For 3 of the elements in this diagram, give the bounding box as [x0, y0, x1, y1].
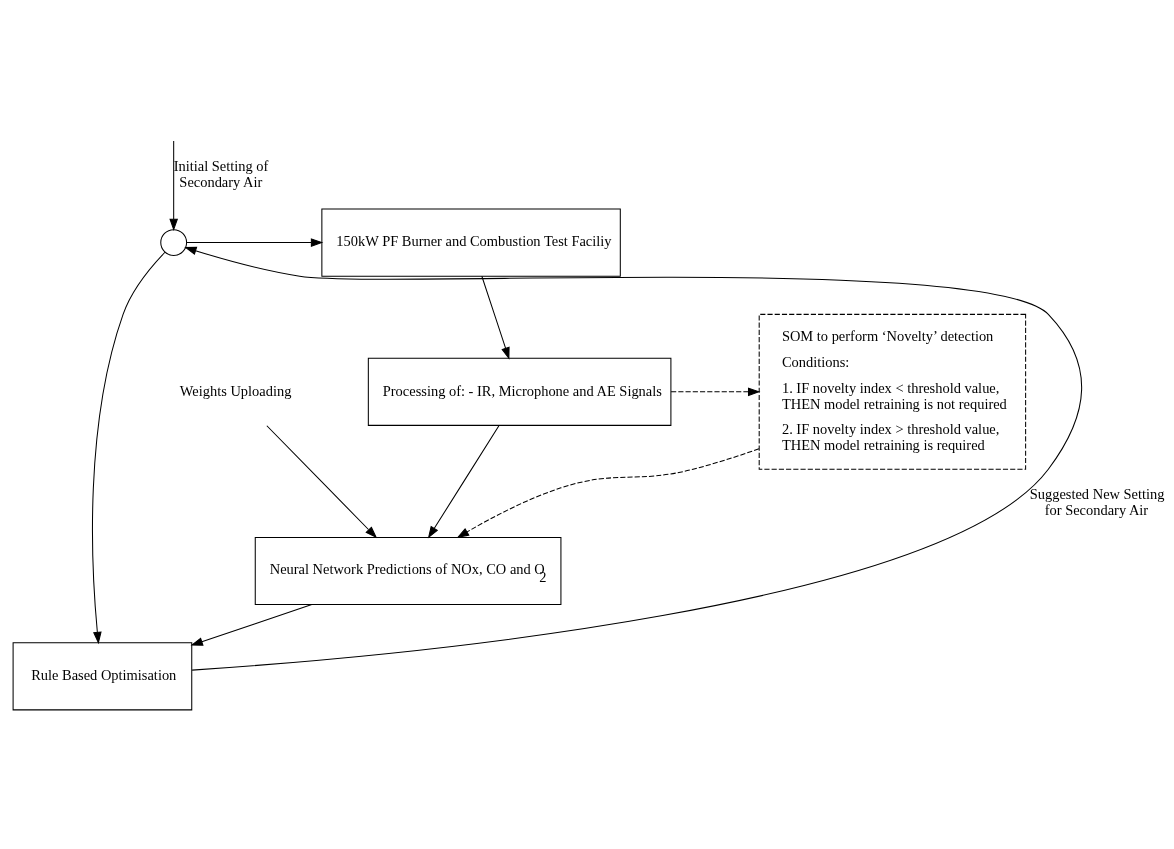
node-text: Weights Uploading — [179, 382, 292, 399]
edge-label: Suggested New Setting for Secondary Air — [1029, 485, 1165, 518]
edge-label: Initial Setting of Secondary Air — [173, 157, 269, 190]
